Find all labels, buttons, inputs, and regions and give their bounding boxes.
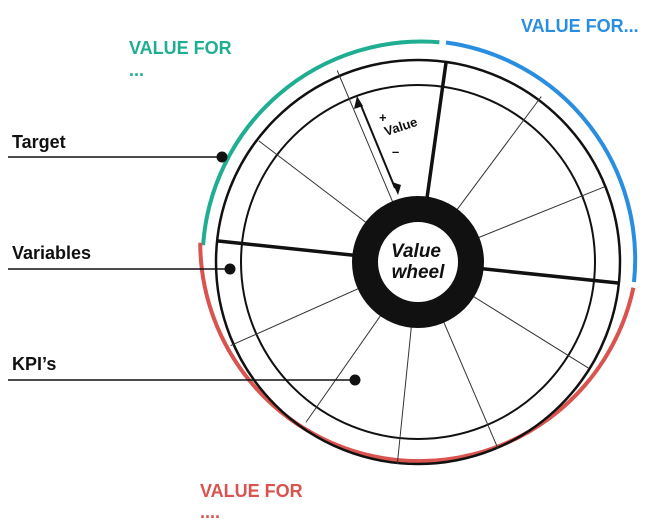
hub-label-line1: Value — [391, 241, 441, 262]
teal-segment-arc — [201, 39, 440, 246]
teal-segment-label: VALUE FOR — [129, 38, 232, 58]
value-minus-sign: – — [392, 144, 399, 159]
wheel-inner-ring — [240, 84, 596, 440]
target-label: Target — [12, 132, 66, 152]
target-marker — [216, 151, 228, 163]
red-segment-label-ellipsis: .... — [200, 502, 220, 522]
kpis-label: KPI’s — [12, 354, 56, 374]
value-plus-sign: + — [379, 110, 387, 125]
hub-label-line2: wheel — [392, 262, 446, 283]
double-arrow-icon — [354, 96, 401, 195]
red-segment-label: VALUE FOR — [200, 481, 303, 501]
blue-segment-label: VALUE FOR... — [521, 16, 639, 36]
variables-marker — [224, 263, 236, 275]
teal-segment-label-ellipsis: ... — [129, 60, 144, 80]
kpis-marker — [349, 374, 361, 386]
wheel-outer-ring — [214, 58, 622, 466]
hub-ring — [352, 196, 484, 328]
value-arrow-label: Value — [382, 114, 419, 139]
red-segment-arc — [198, 242, 636, 464]
variables-label: Variables — [12, 243, 91, 263]
blue-segment-arc — [445, 40, 638, 283]
